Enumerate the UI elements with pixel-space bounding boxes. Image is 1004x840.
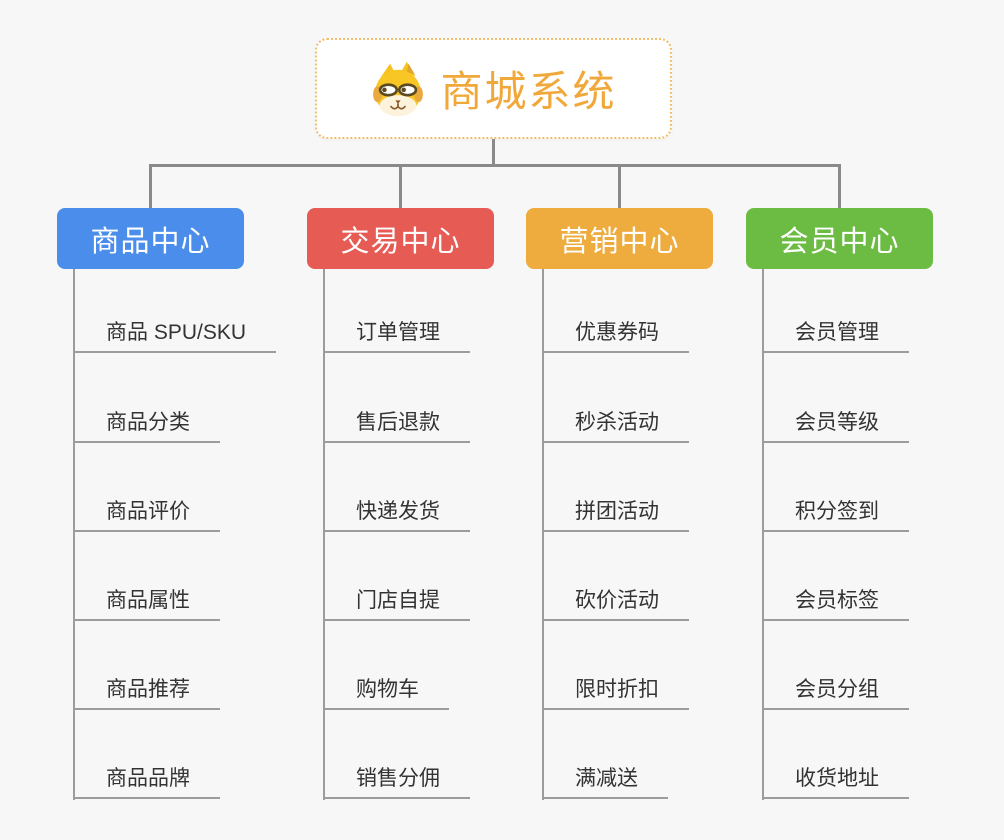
leaf-item[interactable]: 砍价活动: [542, 585, 689, 621]
connector-branch-drop: [838, 164, 841, 210]
leaf-item[interactable]: 收货地址: [762, 763, 909, 799]
leaf-item[interactable]: 优惠券码: [542, 317, 689, 353]
leaf-item[interactable]: 商品评价: [73, 496, 220, 532]
leaf-item[interactable]: 会员分组: [762, 674, 909, 710]
leaf-item[interactable]: 满减送: [542, 763, 668, 799]
leaf-item[interactable]: 积分签到: [762, 496, 909, 532]
connector-horizontal-bar: [149, 164, 841, 167]
leaf-item[interactable]: 商品品牌: [73, 763, 220, 799]
leaf-item[interactable]: 商品推荐: [73, 674, 220, 710]
leaf-item[interactable]: 限时折扣: [542, 674, 689, 710]
leaf-item[interactable]: 会员等级: [762, 407, 909, 443]
leaf-item[interactable]: 售后退款: [323, 407, 470, 443]
branch-rail-2: 优惠券码秒杀活动拼团活动砍价活动限时折扣满减送: [542, 269, 774, 800]
leaf-item[interactable]: 快递发货: [323, 496, 470, 532]
connector-branch-drop: [618, 164, 621, 210]
root-node[interactable]: 商城系统: [315, 38, 672, 139]
leaf-item[interactable]: 拼团活动: [542, 496, 689, 532]
leaf-item[interactable]: 商品 SPU/SKU: [73, 317, 277, 353]
leaf-item[interactable]: 购物车: [323, 674, 449, 710]
branch-box-1[interactable]: 交易中心: [307, 208, 494, 269]
root-title: 商城系统: [440, 68, 617, 115]
leaf-item[interactable]: 商品属性: [73, 585, 220, 621]
branch-box-3[interactable]: 会员中心: [746, 208, 933, 269]
leaf-item[interactable]: 商品分类: [73, 407, 220, 443]
branch-rail-0: 商品 SPU/SKU 商品分类商品评价商品属性商品推荐商品品牌: [73, 269, 305, 800]
branch-rail-3: 会员管理会员等级积分签到会员标签会员分组收货地址: [762, 269, 994, 800]
leaf-item[interactable]: 门店自提: [323, 585, 470, 621]
leaf-item[interactable]: 会员标签: [762, 585, 909, 621]
branch-box-0[interactable]: 商品中心: [57, 208, 244, 269]
connector-branch-drop: [399, 164, 402, 210]
leaf-item[interactable]: 销售分佣: [323, 763, 470, 799]
connector-root-stub: [492, 139, 495, 167]
leaf-item[interactable]: 秒杀活动: [542, 407, 689, 443]
branch-box-2[interactable]: 营销中心: [526, 208, 713, 269]
dog-face-icon: [370, 61, 426, 117]
leaf-item[interactable]: 订单管理: [323, 317, 470, 353]
branch-rail-1: 订单管理售后退款快递发货门店自提购物车销售分佣: [323, 269, 555, 800]
leaf-item[interactable]: 会员管理: [762, 317, 909, 353]
connector-branch-drop: [149, 164, 152, 210]
